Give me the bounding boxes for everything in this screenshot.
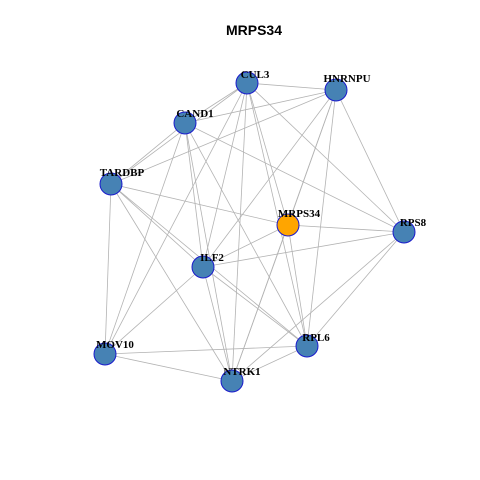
node-circle-tardbp: [99, 172, 123, 196]
edge-cul3-ilf2: [202, 82, 248, 268]
edge-rps8-ilf2: [202, 231, 405, 268]
node-circle-rpl6: [295, 334, 319, 358]
edge-cand1-rpl6: [184, 122, 308, 347]
edge-rpl6-ntrk1: [231, 345, 308, 382]
node-circle-cul3: [235, 71, 259, 95]
edge-cand1-ntrk1: [184, 122, 233, 382]
node-hnrnpu: HNRNPU: [323, 73, 371, 102]
node-label-mrps34: MRPS34: [278, 208, 321, 220]
edge-tardbp-mrps34: [110, 183, 289, 226]
edge-tardbp-ilf2: [110, 183, 204, 268]
edge-cand1-mov10: [104, 122, 186, 355]
node-tardbp: TARDBP: [99, 167, 145, 196]
node-mov10: MOV10: [93, 339, 134, 366]
edge-mrps34-ilf2: [202, 224, 289, 268]
edge-cul3-ntrk1: [231, 82, 248, 382]
edge-cand1-rps8: [184, 122, 405, 233]
node-ntrk1: NTRK1: [220, 366, 261, 393]
node-circle-rps8: [392, 220, 416, 244]
node-label-cand1: CAND1: [176, 108, 213, 120]
edge-hnrnpu-cand1: [184, 89, 337, 124]
edge-cul3-tardbp: [110, 82, 248, 185]
edge-ilf2-rpl6: [202, 266, 308, 347]
node-label-rps8: RPS8: [400, 217, 427, 229]
edge-cul3-hnrnpu: [246, 82, 337, 91]
edge-cand1-tardbp: [110, 122, 186, 185]
node-circle-ilf2: [191, 255, 215, 279]
node-circle-mrps34: [276, 213, 300, 237]
edge-ilf2-ntrk1: [202, 266, 233, 382]
node-rps8: RPS8: [392, 217, 427, 244]
edge-ilf2-mov10: [104, 266, 204, 355]
edge-rps8-rpl6: [306, 231, 405, 347]
edge-rps8-ntrk1: [231, 231, 405, 382]
edge-tardbp-ntrk1: [110, 183, 233, 382]
node-cul3: CUL3: [235, 69, 270, 95]
node-ilf2: ILF2: [191, 252, 224, 279]
edge-mrps34-rpl6: [287, 224, 308, 347]
edge-hnrnpu-rpl6: [306, 89, 337, 347]
node-label-mov10: MOV10: [96, 339, 134, 351]
edge-cand1-ilf2: [184, 122, 204, 268]
node-cand1: CAND1: [173, 108, 214, 135]
graph-title: MRPS34: [226, 22, 282, 38]
edge-hnrnpu-rps8: [335, 89, 405, 233]
node-label-cul3: CUL3: [241, 69, 270, 81]
node-circle-ntrk1: [220, 369, 244, 393]
edge-mov10-ntrk1: [104, 353, 233, 382]
edge-cul3-rps8: [246, 82, 405, 233]
node-label-rpl6: RPL6: [302, 332, 330, 344]
edge-hnrnpu-ilf2: [202, 89, 337, 268]
node-rpl6: RPL6: [295, 332, 330, 358]
edge-cul3-mrps34: [246, 82, 289, 226]
edge-rpl6-mov10: [104, 345, 308, 355]
node-label-ilf2: ILF2: [200, 252, 224, 264]
edge-cul3-rpl6: [246, 82, 308, 347]
node-label-ntrk1: NTRK1: [223, 366, 260, 378]
node-label-tardbp: TARDBP: [100, 167, 145, 179]
node-label-hnrnpu: HNRNPU: [323, 73, 370, 85]
node-circle-cand1: [173, 111, 197, 135]
edge-hnrnpu-tardbp: [110, 89, 337, 185]
edge-mrps34-rps8: [287, 224, 405, 233]
edge-mrps34-ntrk1: [231, 224, 289, 382]
node-circle-mov10: [93, 342, 117, 366]
node-mrps34: MRPS34: [276, 208, 321, 237]
edge-cul3-mov10: [104, 82, 248, 355]
edge-hnrnpu-mrps34: [287, 89, 337, 226]
node-circle-hnrnpu: [324, 78, 348, 102]
edge-tardbp-mov10: [104, 183, 112, 355]
edge-cul3-cand1: [184, 82, 248, 124]
